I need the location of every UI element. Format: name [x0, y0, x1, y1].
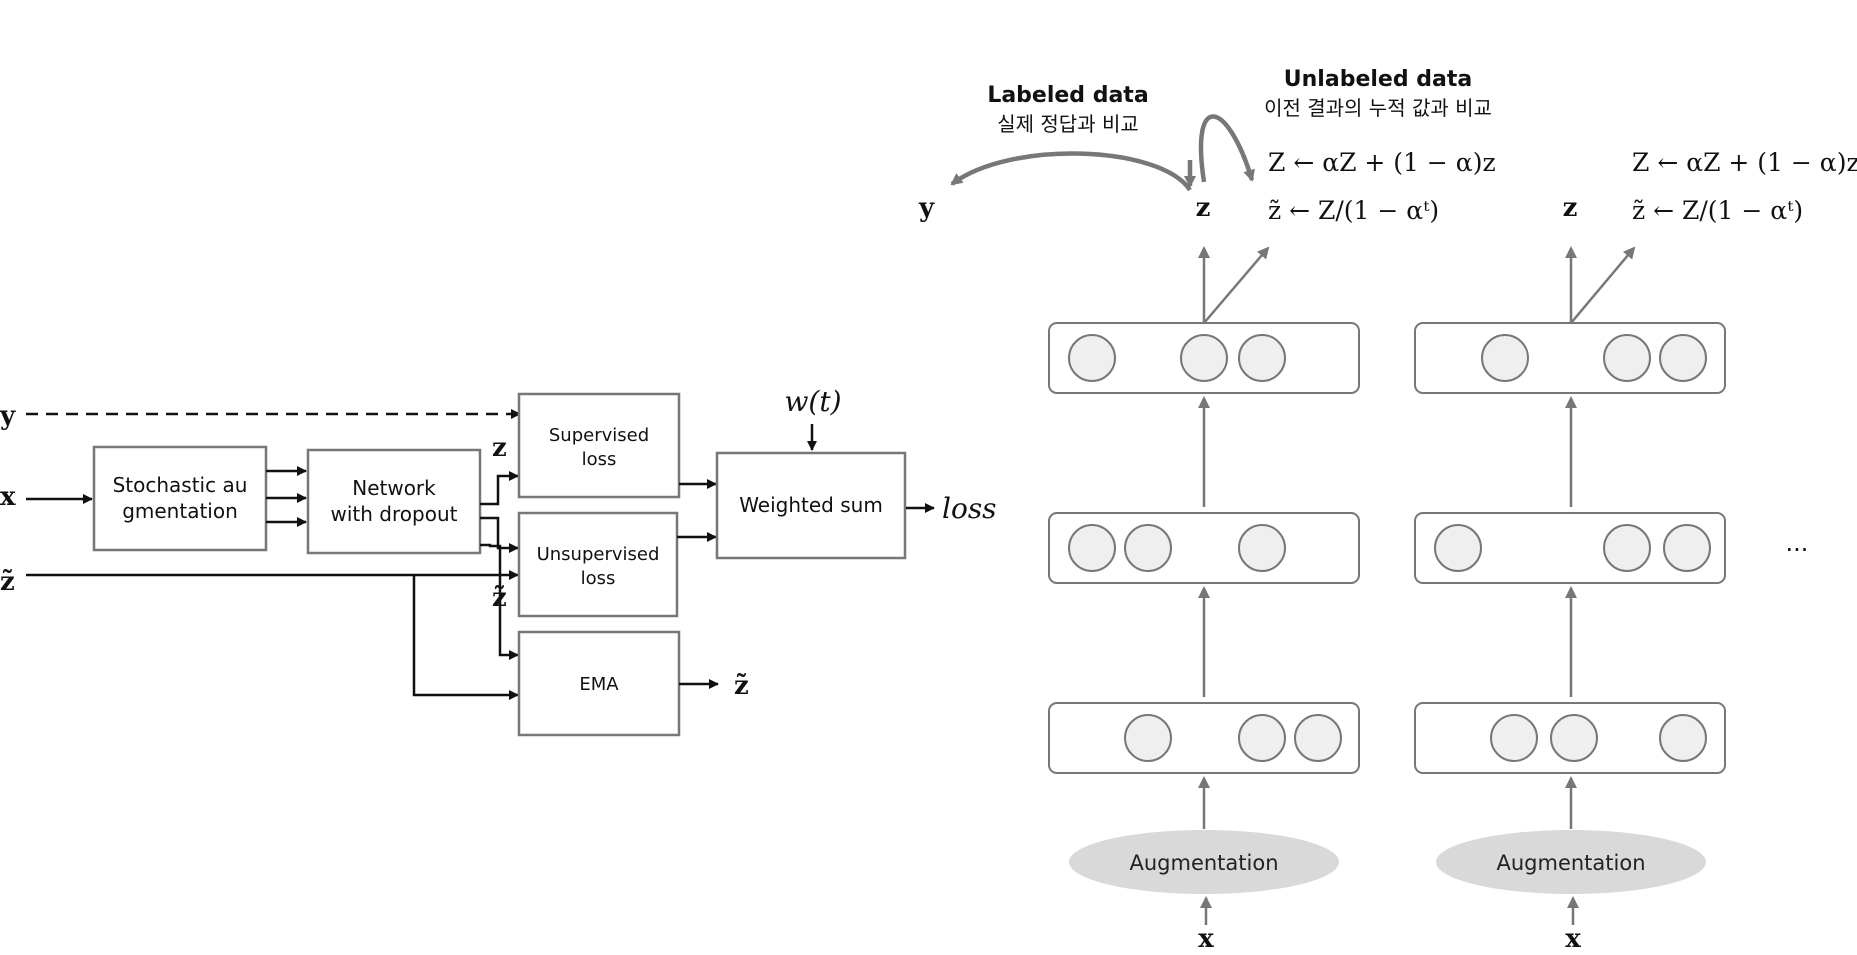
z-label: z [492, 433, 507, 463]
col2-x-label: x [1565, 924, 1581, 954]
neuron [1124, 524, 1172, 572]
augmentation-label-1: Stochastic au [113, 473, 248, 497]
col1-augmentation [1069, 830, 1339, 894]
neuron [1434, 524, 1482, 572]
col2-z-label: z [1563, 193, 1578, 223]
col1-output-diag-arrow [1203, 246, 1270, 324]
col1-augmentation-label: Augmentation [1129, 851, 1278, 875]
network-column-2: z Z ← αZ + (1 − α)z z̃ ← Z/(1 − αᵗ) [1414, 148, 1857, 954]
supervised-label-1: Supervised [549, 425, 649, 446]
neuron [1238, 524, 1286, 572]
ema-label: EMA [579, 674, 619, 695]
col1-formula-2: z̃ ← Z/(1 − αᵗ) [1268, 196, 1439, 225]
neuron [1659, 714, 1707, 762]
right-diagram: Labeled data 실제 정답과 비교 Unlabeled data 이전… [918, 67, 1857, 954]
weight-label: w(t) [784, 385, 841, 418]
neuron [1550, 714, 1598, 762]
col2-layer-2 [1414, 512, 1726, 584]
col2-formula-2: z̃ ← Z/(1 − αᵗ) [1632, 196, 1803, 225]
weighted-sum-label: Weighted sum [739, 493, 883, 517]
col1-z-label: z [1196, 193, 1211, 223]
neuron [1603, 334, 1651, 382]
neuron [1659, 334, 1707, 382]
neuron [1238, 714, 1286, 762]
left-diagram: y x z̃ Stochastic au gmentation Network … [0, 385, 997, 737]
labeled-compare-arrow [950, 151, 1192, 192]
neuron [1663, 524, 1711, 572]
unsupervised-label-2: loss [581, 568, 616, 589]
augmentation-box: Stochastic au gmentation [92, 445, 268, 552]
col2-output-diag-arrow [1570, 246, 1636, 324]
network-column-1: z Z ← αZ + (1 − α)z z̃ ← Z/(1 − αᵗ) [1048, 148, 1496, 954]
neuron [1294, 714, 1342, 762]
network-label-1: Network [352, 476, 436, 500]
unlabeled-data-title: Unlabeled data [1284, 67, 1472, 92]
neuron [1481, 334, 1529, 382]
unsupervised-loss-box: Unsupervised loss [517, 511, 679, 618]
col2-augmentation [1436, 830, 1706, 894]
col2-layer-1 [1414, 702, 1726, 774]
network-box: Network with dropout [306, 448, 482, 555]
neuron [1068, 334, 1116, 382]
network-ema-arrow [480, 543, 519, 660]
continuation-ellipsis: ··· [1786, 536, 1809, 564]
neuron [1603, 524, 1651, 572]
neuron [1068, 524, 1116, 572]
supervised-label-2: loss [582, 449, 617, 470]
right-y-label: y [918, 193, 935, 223]
z-tilde-ema-arrow [412, 575, 519, 700]
loss-label: loss [942, 492, 997, 525]
z-tilde-mid-label: z̃ [492, 583, 507, 613]
col2-formula-1: Z ← αZ + (1 − α)z [1632, 148, 1857, 177]
unlabeled-compare-arrow [1198, 114, 1255, 183]
input-y: y [0, 401, 16, 431]
unsupervised-label-1: Unsupervised [537, 544, 660, 565]
labeled-data-desc: 실제 정답과 비교 [997, 112, 1139, 136]
network-unsupervised-arrow [480, 516, 519, 553]
unlabeled-data-desc: 이전 결과의 누적 값과 비교 [1264, 96, 1492, 120]
supervised-loss-box: Supervised loss [517, 392, 681, 499]
neuron [1490, 714, 1538, 762]
ema-output-label: z̃ [734, 671, 749, 701]
neuron [1238, 334, 1286, 382]
neuron [1124, 714, 1172, 762]
col1-layer-1 [1048, 702, 1360, 774]
col1-layer-3 [1048, 322, 1360, 394]
weighted-sum-box: Weighted sum [715, 451, 907, 560]
col1-formula-1: Z ← αZ + (1 − α)z [1268, 148, 1496, 177]
col1-x-label: x [1198, 924, 1214, 954]
input-x: x [0, 482, 16, 512]
col2-augmentation-label: Augmentation [1496, 851, 1645, 875]
ema-box: EMA [517, 630, 681, 737]
labeled-data-title: Labeled data [987, 83, 1148, 108]
network-label-2: with dropout [331, 502, 458, 526]
col2-layer-3 [1414, 322, 1726, 394]
col1-layer-2 [1048, 512, 1360, 584]
network-supervised-arrow [480, 471, 519, 506]
neuron [1180, 334, 1228, 382]
input-z-tilde: z̃ [0, 567, 15, 597]
augmentation-label-2: gmentation [122, 499, 238, 523]
